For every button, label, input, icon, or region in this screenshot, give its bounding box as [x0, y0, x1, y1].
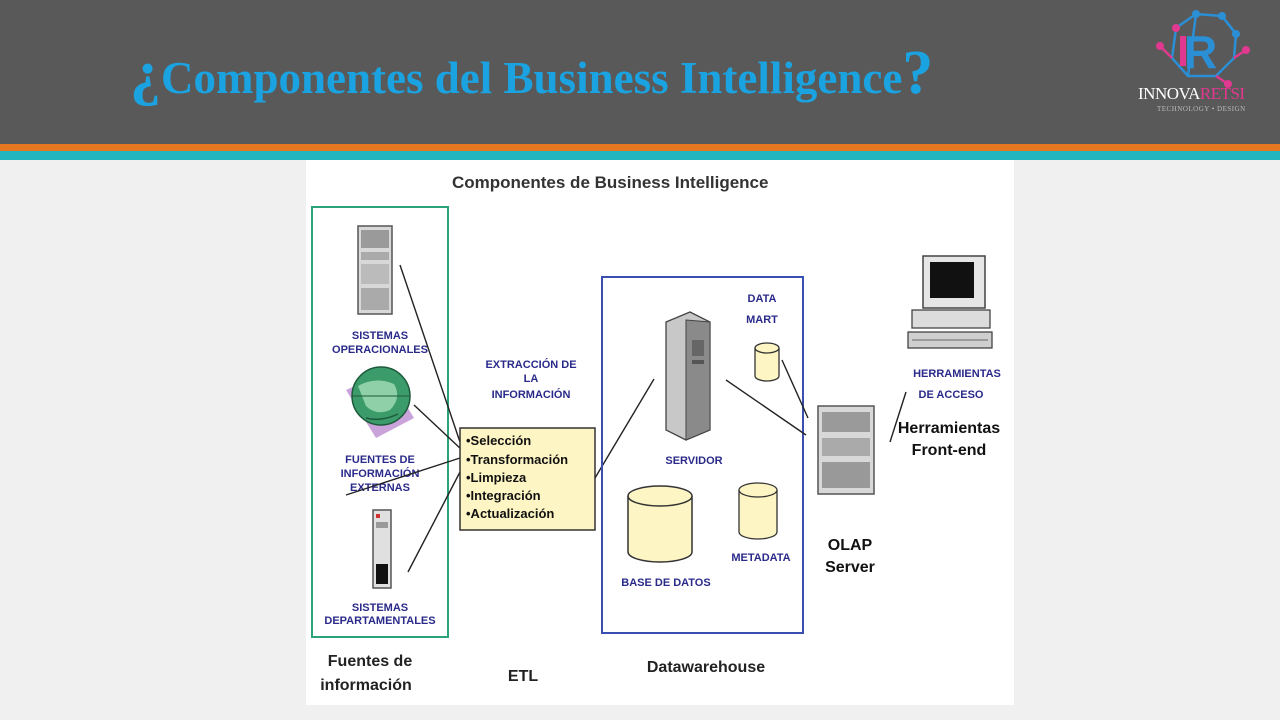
etl-step-5: •Actualización: [466, 506, 554, 521]
olap-server-icon: [817, 405, 875, 495]
orange-stripe: [0, 144, 1280, 151]
etl-footer: ETL: [508, 668, 538, 685]
computer-terminal-icon: [907, 255, 993, 349]
sources-operacionales-label-1: SISTEMAS: [352, 330, 408, 342]
access-label-1: HERRAMIENTAS: [913, 368, 1001, 380]
data-mart-cylinder-icon: [754, 342, 780, 382]
etl-step-4: •Integración: [466, 488, 541, 503]
sources-footer-1: Fuentes de: [328, 653, 413, 670]
etl-heading-1: EXTRACCIÓN DE: [485, 358, 576, 371]
datawarehouse-box: [601, 276, 804, 634]
sources-operacionales-label-2: OPERACIONALES: [332, 344, 428, 356]
etl-heading-3: INFORMACIÓN: [492, 388, 571, 401]
teal-stripe: [0, 151, 1280, 160]
base-de-datos-label: BASE DE DATOS: [621, 577, 710, 589]
server-icon: [665, 311, 711, 441]
sources-departamentales-label-1: SISTEMAS: [352, 602, 408, 614]
logo-letter: R: [1184, 26, 1217, 78]
etl-steps-box: [459, 427, 596, 531]
source-arrows: [345, 264, 463, 573]
sources-box: [311, 206, 449, 638]
header-bar: [0, 0, 1280, 144]
bi-components-diagram: Componentes de Business Intelligence SIS…: [306, 160, 1014, 705]
metadata-cylinder-icon: [738, 482, 778, 540]
frontend-label-1: Herramientas: [898, 420, 1000, 437]
etl-step-3: •Limpieza: [466, 470, 527, 485]
title-question-close: ?: [902, 39, 934, 107]
server-tower-icon: [357, 225, 393, 315]
diagram-canvas: Componentes de Business Intelligence SIS…: [311, 173, 1001, 694]
logo-name-part1: INNOVA: [1138, 84, 1200, 103]
etl-step-2: •Transformación: [466, 452, 568, 467]
access-label-2: DE ACCESO: [919, 389, 984, 401]
olap-label-2: Server: [825, 559, 875, 576]
sources-externas-label-1: FUENTES DE: [345, 454, 415, 466]
sources-footer-2: información: [320, 677, 412, 694]
olap-label-1: OLAP: [828, 537, 873, 554]
olap-to-frontend-arrow: [889, 391, 907, 443]
sources-externas-label-3: EXTERNAS: [350, 482, 410, 494]
title-question-open: ¿: [130, 39, 161, 107]
datawarehouse-footer: Datawarehouse: [647, 659, 765, 676]
etl-to-server-arrow: [594, 378, 655, 479]
database-cylinder-icon: [627, 485, 693, 563]
metadata-label: METADATA: [731, 552, 790, 564]
logo-wordmark: INNOVARETSI: [1138, 84, 1245, 104]
diagram-title: Componentes de Business Intelligence: [452, 173, 768, 192]
sources-departamentales-label-2: DEPARTAMENTALES: [324, 615, 435, 627]
etl-heading-2: LA: [524, 373, 539, 385]
data-mart-label-2: MART: [746, 314, 778, 326]
warehouse-to-olap-arrows: [725, 359, 809, 436]
frontend-label-2: Front-end: [912, 442, 987, 459]
slide-title: ¿Componentes del Business Intelligence?: [130, 38, 933, 113]
departmental-server-icon: [372, 509, 392, 589]
logo-network-icon: R: [1156, 10, 1250, 88]
title-text: Componentes del Business Intelligence: [161, 53, 903, 103]
logo-name-part2: RETSI: [1199, 84, 1245, 103]
servidor-label: SERVIDOR: [665, 455, 722, 467]
globe-icon: [346, 366, 414, 438]
data-mart-label-1: DATA: [748, 293, 777, 305]
etl-step-1: •Selección: [466, 433, 531, 448]
logo-tagline: TECHNOLOGY • DESIGN: [1157, 105, 1246, 113]
sources-externas-label-2: INFORMACIÓN: [341, 467, 420, 480]
